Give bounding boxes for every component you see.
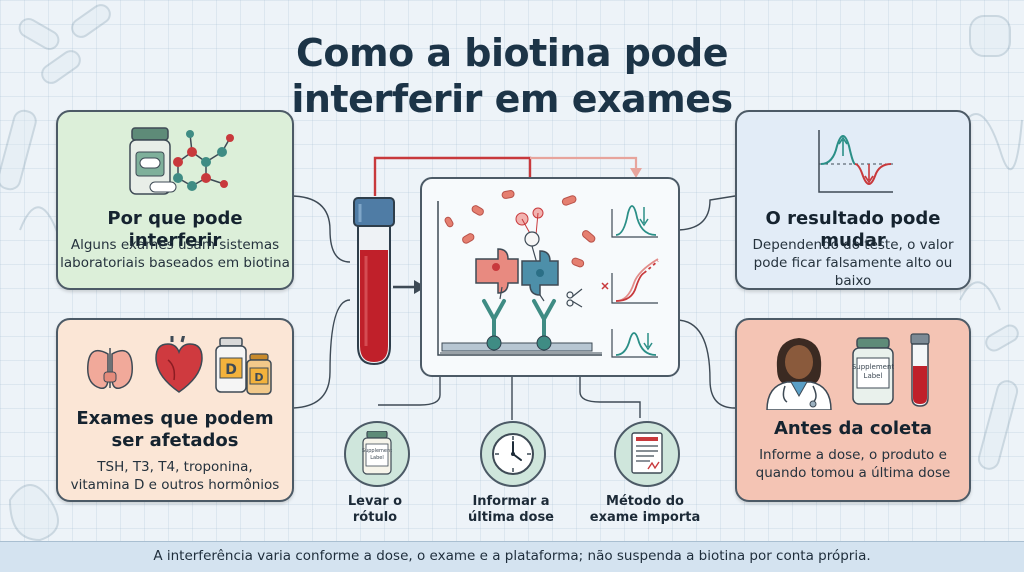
step-dose-icon — [480, 421, 546, 487]
supplement-molecule-icon — [129, 127, 234, 195]
card-heading: Por que pode interferir — [107, 208, 243, 251]
step-label-text: Levar o rótulo — [347, 494, 403, 525]
blood-sample-tube-icon — [353, 197, 395, 366]
step-dose-text: Informar a última dose — [467, 494, 555, 525]
card-affected-exams: D D Exames que podem ser afetados TSH, T… — [56, 318, 294, 502]
card-why-interfere: Por que pode interferir Alguns exames us… — [56, 110, 294, 290]
heart-icon — [155, 336, 203, 393]
card-result-change: O resultado pode mudar Dependendo do tes… — [735, 110, 971, 290]
svg-text:Label: Label — [370, 455, 384, 461]
immunoassay-illustration — [437, 190, 659, 358]
lab-report-icon — [631, 432, 663, 474]
svg-text:Label: Label — [864, 372, 883, 380]
vitamin-d-letter: D — [225, 362, 237, 378]
supplement-bottle-icon: Supplement Label — [852, 337, 895, 405]
result-curve-icon — [818, 130, 893, 193]
card-heading: O resultado pode mudar — [765, 208, 941, 251]
vitamin-d-letter-small: D — [254, 371, 263, 384]
card-before-collection: Supplement Label Antes da coleta Informe… — [735, 318, 971, 502]
doctor-icon — [766, 338, 832, 410]
clock-icon — [492, 433, 534, 475]
thyroid-icon — [87, 348, 133, 390]
svg-text:Supplement: Supplement — [362, 448, 392, 454]
step-label-icon: Supplement Label — [344, 421, 410, 487]
step-method-icon — [614, 421, 680, 487]
page-title: Como a biotina pode interferir em exames — [291, 31, 733, 121]
step-method-text: Método do exame importa — [589, 494, 701, 525]
footer-bar — [0, 541, 1024, 572]
svg-text:Supplement: Supplement — [852, 363, 895, 371]
card-text: Dependendo do teste, o valor pode ficar … — [752, 237, 954, 289]
blood-tube-icon — [910, 333, 930, 407]
vitamin-d-bottles-icon: D D — [215, 337, 272, 395]
immunoassay-diagram-panel — [420, 177, 680, 377]
card-text: Informe a dose, o produto e quando tomou… — [755, 447, 951, 481]
card-text: Alguns exames usam sistemas laboratoriai… — [60, 237, 290, 271]
footer-note: A interferência varia conforme a dose, o… — [153, 548, 871, 564]
card-heading: Exames que podem ser afetados — [76, 408, 274, 451]
card-heading: Antes da coleta — [773, 418, 932, 439]
card-text: TSH, T3, T4, troponina, vitamina D e out… — [70, 459, 280, 493]
supplement-label-icon: Supplement Label — [362, 431, 392, 475]
